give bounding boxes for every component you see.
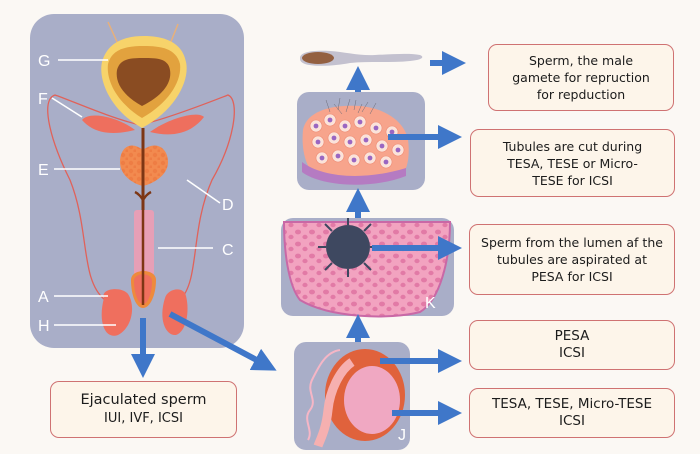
tesa-line-2: ICSI [559, 413, 585, 429]
sperm-box: Sperm, the male gamete for repruction fo… [488, 44, 674, 111]
sperm-head [302, 52, 334, 64]
sperm-line-2: gamete for repruction [512, 70, 650, 85]
label-F: F [38, 91, 48, 108]
lumen-box: Sperm from the lumen af the tubules are … [469, 224, 675, 295]
tubules-box: Tubules are cut during TESA, TESE or Mic… [470, 129, 675, 197]
label-E: E [38, 162, 49, 179]
label-D: D [222, 197, 234, 214]
testis-inner [344, 366, 400, 434]
sperm-line-1: Sperm, the male [528, 53, 634, 68]
tubules-line-1: Tubules are cut during [502, 138, 643, 154]
pesa-line-2: ICSI [559, 345, 585, 361]
label-C: C [222, 242, 234, 259]
ureter-left [107, 21, 119, 45]
bladder [101, 36, 187, 128]
ureter-right [169, 23, 179, 45]
label-G: G [38, 53, 50, 70]
testis-right [162, 289, 188, 336]
pesa-box: PESA ICSI [469, 320, 675, 370]
label-J: J [398, 427, 406, 444]
tubules-line-2: TESA, TESE or Micro- [507, 155, 638, 171]
tesa-line-1: TESA, TESE, Micro-TESE [492, 396, 652, 412]
efferent-duct [306, 349, 341, 441]
ejaculated-sperm-box: Ejaculated sperm IUI, IVF, ICSI [50, 381, 237, 438]
lumen-line-2: tubules are aspirated at [497, 252, 647, 267]
tubules-panel [297, 92, 425, 190]
seminal-vesicle-right [150, 114, 204, 135]
testis-section-panel: K [281, 218, 454, 318]
arrows [131, 51, 466, 425]
tubules-line-3: TESE for ICSI [532, 172, 613, 188]
epididymis [313, 358, 355, 448]
vas-deferens-left [47, 94, 141, 301]
sperm-line-3: for repduction [536, 87, 626, 102]
pesa-line-1: PESA [554, 328, 590, 344]
lumen-line-1: Sperm from the lumen af the [481, 235, 663, 250]
label-H: H [38, 318, 50, 335]
label-K: K [425, 295, 436, 312]
arrow-to-testis [168, 311, 277, 371]
tesa-box: TESA, TESE, Micro-TESE ICSI [469, 388, 675, 438]
ejaculated-title: Ejaculated sperm [80, 392, 207, 408]
sperm-illustration [300, 50, 423, 66]
testis-epididymis-panel: J [294, 342, 410, 450]
ejaculated-sub: IUI, IVF, ICSI [104, 411, 183, 426]
lumen-line-3: PESA for ICSI [531, 269, 613, 284]
label-A: A [38, 289, 49, 306]
seminal-vesicle-left [82, 115, 135, 133]
anatomy-panel: G F E D C A H [30, 14, 244, 348]
lumen-sperm-cluster [318, 218, 378, 277]
leader-lines [51, 59, 221, 326]
sperm-tails [325, 97, 377, 115]
vas-deferens-right [139, 94, 235, 301]
testis-left [101, 289, 133, 336]
